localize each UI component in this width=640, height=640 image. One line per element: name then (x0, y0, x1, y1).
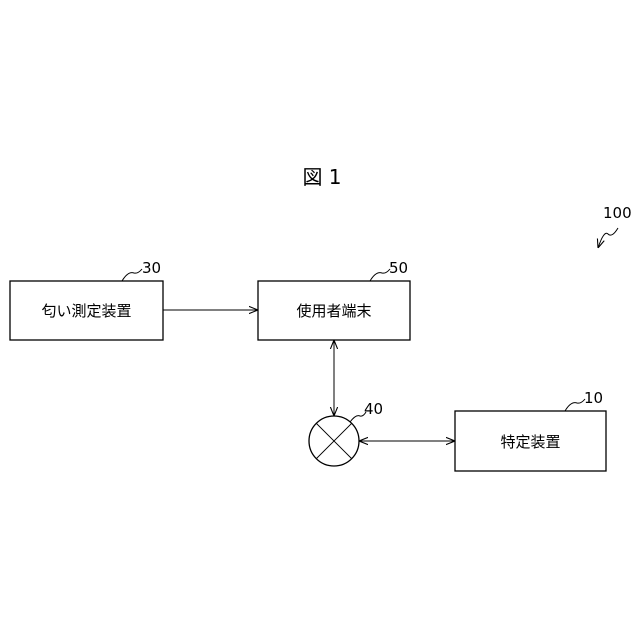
system-ref-label: 100 (603, 204, 632, 222)
odor-sensor-label: 匂い測定装置 (41, 302, 131, 320)
node-user-terminal: 使用者端末 50 (258, 259, 410, 340)
user-terminal-ref: 50 (389, 259, 408, 277)
odor-sensor-ref: 30 (142, 259, 161, 277)
node-network: 40 (309, 400, 383, 466)
user-terminal-label: 使用者端末 (296, 302, 371, 320)
odor-sensor-leader (122, 269, 142, 281)
identify-device-label: 特定装置 (500, 433, 560, 451)
node-odor-sensor: 匂い測定装置 30 (10, 259, 163, 340)
figure-title: 図 1 (302, 165, 341, 189)
identify-device-ref: 10 (584, 389, 603, 407)
network-ref: 40 (364, 400, 383, 418)
node-identify-device: 特定装置 10 (455, 389, 606, 471)
system-ref-arrow (598, 228, 618, 248)
user-terminal-leader (370, 269, 390, 281)
identify-device-leader (565, 399, 585, 411)
